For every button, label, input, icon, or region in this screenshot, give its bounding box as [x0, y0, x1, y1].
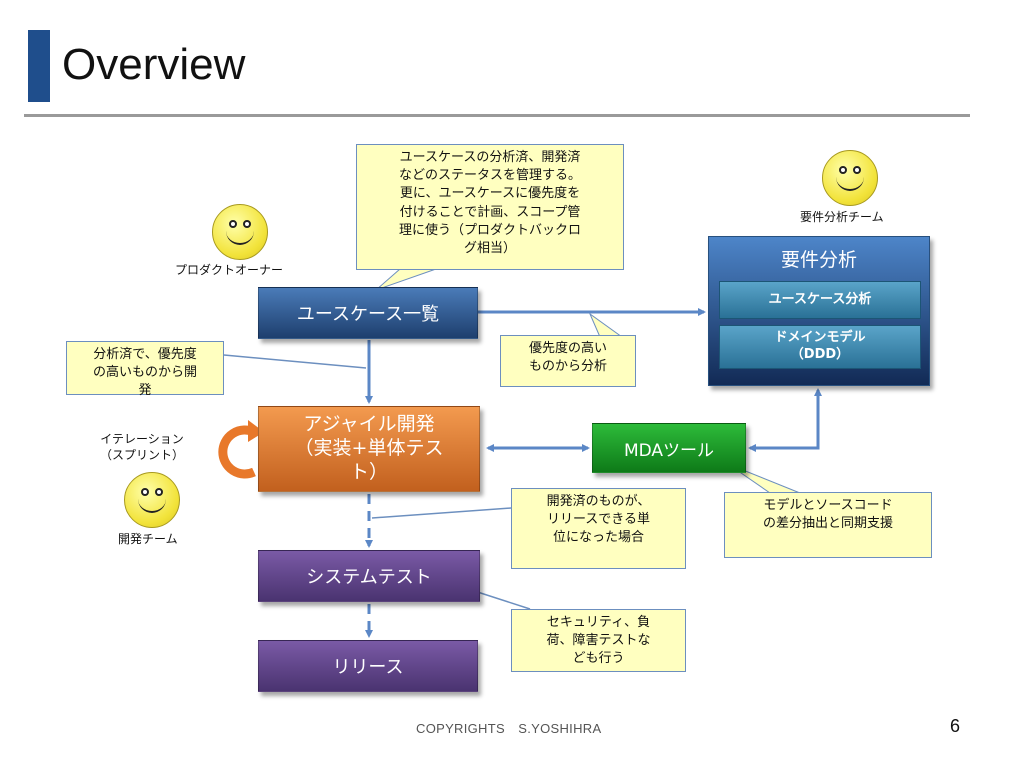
title-divider	[24, 114, 970, 117]
callout-release-unit: 開発済のものが、 リリースできる単 位になった場合	[511, 488, 686, 569]
usecase-analysis-box: ユースケース分析	[719, 281, 921, 319]
callout-pointer-priority	[588, 312, 624, 338]
iteration-cycle-icon	[218, 420, 264, 479]
callout-pointer-release	[371, 507, 512, 519]
dev-team-smiley-icon	[124, 472, 180, 528]
release-box: リリース	[258, 640, 478, 692]
callout-security-testing: セキュリティ、負 荷、障害テストな ども行う	[511, 609, 686, 672]
page-number: 6	[950, 716, 961, 736]
callout-analyzed: 分析済で、優先度 の高いものから開 発	[66, 341, 224, 398]
slide-title: Overview	[62, 40, 246, 89]
usecase-list-box: ユースケース一覧	[258, 287, 478, 339]
callout-pointer-analyzed	[223, 354, 367, 369]
product-owner-smiley-icon	[212, 204, 268, 260]
req-team-smiley-icon	[822, 150, 878, 206]
domain-model-box: ドメインモデル （DDD）	[719, 325, 921, 369]
product-owner-label: プロダクトオーナー	[175, 263, 284, 277]
callout-usecase-list: ユースケースの分析済、開発済 などのステータスを管理する。 更に、ユースケースに…	[356, 144, 624, 270]
mda-tool-box: MDAツール	[592, 423, 746, 473]
agile-development-box: アジャイル開発 （実装+単体テス ト）	[258, 406, 480, 492]
iteration-label: イテレーション （スプリント）	[100, 432, 185, 463]
copyright-footer: COPYRIGHTS S.YOSHIHRA	[416, 721, 602, 736]
callout-model-sync: モデルとソースコード の差分抽出と同期支援	[724, 492, 932, 558]
title-accent-bar	[28, 30, 50, 102]
dev-team-label: 開発チーム	[118, 532, 178, 546]
callout-priority: 優先度の高い ものから分析	[500, 335, 636, 387]
arrow-mda-requirements	[748, 388, 822, 452]
req-team-label: 要件分析チーム	[800, 210, 884, 224]
system-test-box: システムテスト	[258, 550, 480, 602]
requirements-analysis-title: 要件分析	[780, 249, 857, 271]
requirements-analysis-panel: 要件分析 ユースケース分析 ドメインモデル （DDD）	[708, 236, 930, 386]
